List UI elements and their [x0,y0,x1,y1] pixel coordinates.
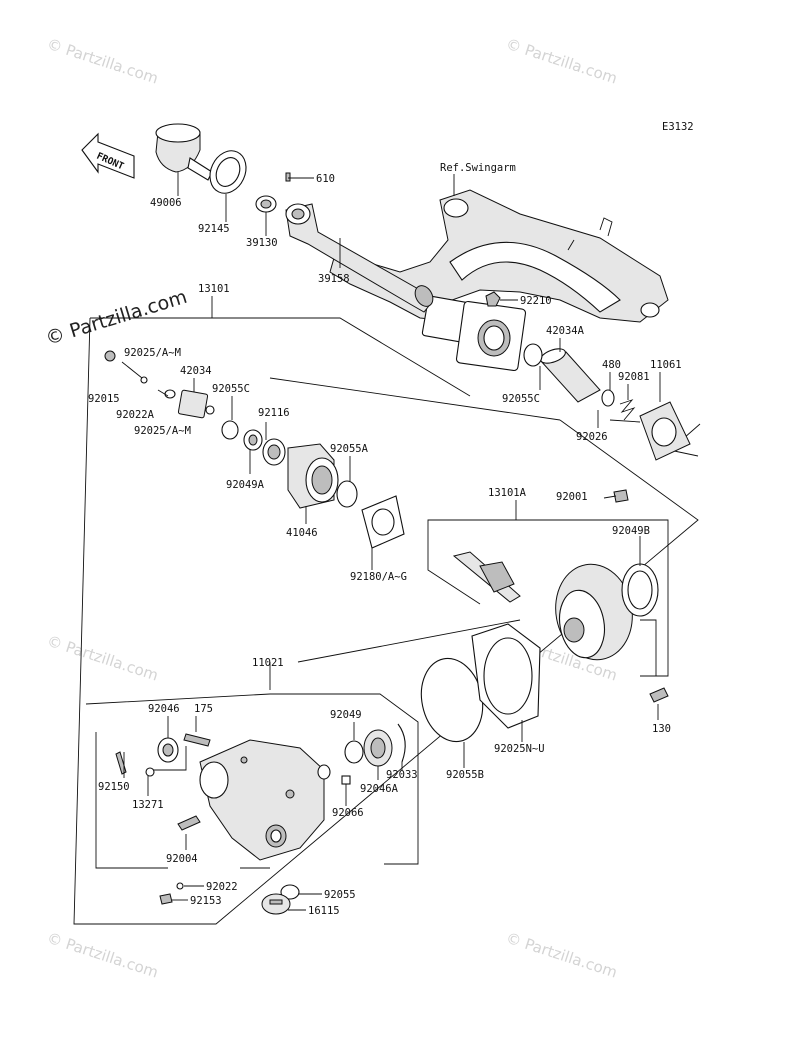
label-92026: 92026 [576,431,608,443]
label-16115: 16115 [308,905,340,917]
gasket-leaders [269,619,523,768]
label-92055a: 92055A [330,443,369,455]
label-92025am-bottom: 92025/A~M [134,425,191,437]
label-130: 130 [652,723,671,735]
label-92066: 92066 [332,807,364,819]
gear-leaders [603,495,659,720]
label-92015: 92015 [88,393,120,405]
label-175: 175 [194,703,213,715]
upper-leaders [177,172,518,301]
case-leaders [123,716,403,911]
watermark-bottom-left: © Partzilla.com [45,929,161,982]
label-92180: 92180/A~G [350,571,407,583]
pinion-leaders [121,338,661,570]
label-49006: 49006 [150,197,182,209]
label-92049a: 92049A [226,479,265,491]
label-42034a: 42034A [546,325,585,337]
label-39130: 39130 [246,237,278,249]
label-11061: 11061 [650,359,682,371]
label-92022a: 92022A [116,409,155,421]
label-92025am-top: 92025/A~M [124,347,181,359]
label-92049b: 92049B [612,525,650,537]
gear-set-outline [427,500,669,677]
watermark-mid-left: © Partzilla.com [45,632,161,685]
gear-case-parts [115,723,406,915]
label-92055c-left: 92055C [212,383,250,395]
label-92116: 92116 [258,407,290,419]
front-arrow-icon: FRONT [81,132,135,179]
label-480: 480 [602,359,621,371]
watermark-top-right: © Partzilla.com [504,35,620,88]
label-41046: 41046 [286,527,318,539]
label-39158: 39158 [318,273,350,285]
label-92145: 92145 [198,223,230,235]
label-11021: 11021 [252,657,284,669]
assembly-outline [73,296,701,925]
label-610: 610 [316,173,335,185]
label-92004: 92004 [166,853,198,865]
watermark-bottom-right: © Partzilla.com [504,929,620,982]
label-92025nu: 92025N~U [494,743,545,755]
label-92150: 92150 [98,781,130,793]
pinion-housing-parts [104,343,691,549]
label-92049: 92049 [330,709,362,721]
label-92210: 92210 [520,295,552,307]
gasket-parts [420,623,541,743]
label-13101: 13101 [198,283,230,295]
label-13101a: 13101A [488,487,527,499]
label-92046: 92046 [148,703,180,715]
label-13271: 13271 [132,799,164,811]
label-92001: 92001 [556,491,588,503]
label-92081: 92081 [618,371,650,383]
ref-swingarm-label: Ref.Swingarm [440,162,516,174]
upper-shaft-parts [155,123,501,313]
label-92046a: 92046A [360,783,399,795]
watermark-top-left: © Partzilla.com [45,35,161,88]
case-outline [85,693,419,869]
label-92055c-right: 92055C [502,393,540,405]
gear-set-parts [452,489,669,703]
label-42034: 42034 [180,365,212,377]
label-92033: 92033 [386,769,418,781]
label-92022: 92022 [206,881,238,893]
label-92055b: 92055B [446,769,484,781]
label-92055: 92055 [324,889,356,901]
diagram-code: E3132 [662,121,694,133]
label-92153: 92153 [190,895,222,907]
